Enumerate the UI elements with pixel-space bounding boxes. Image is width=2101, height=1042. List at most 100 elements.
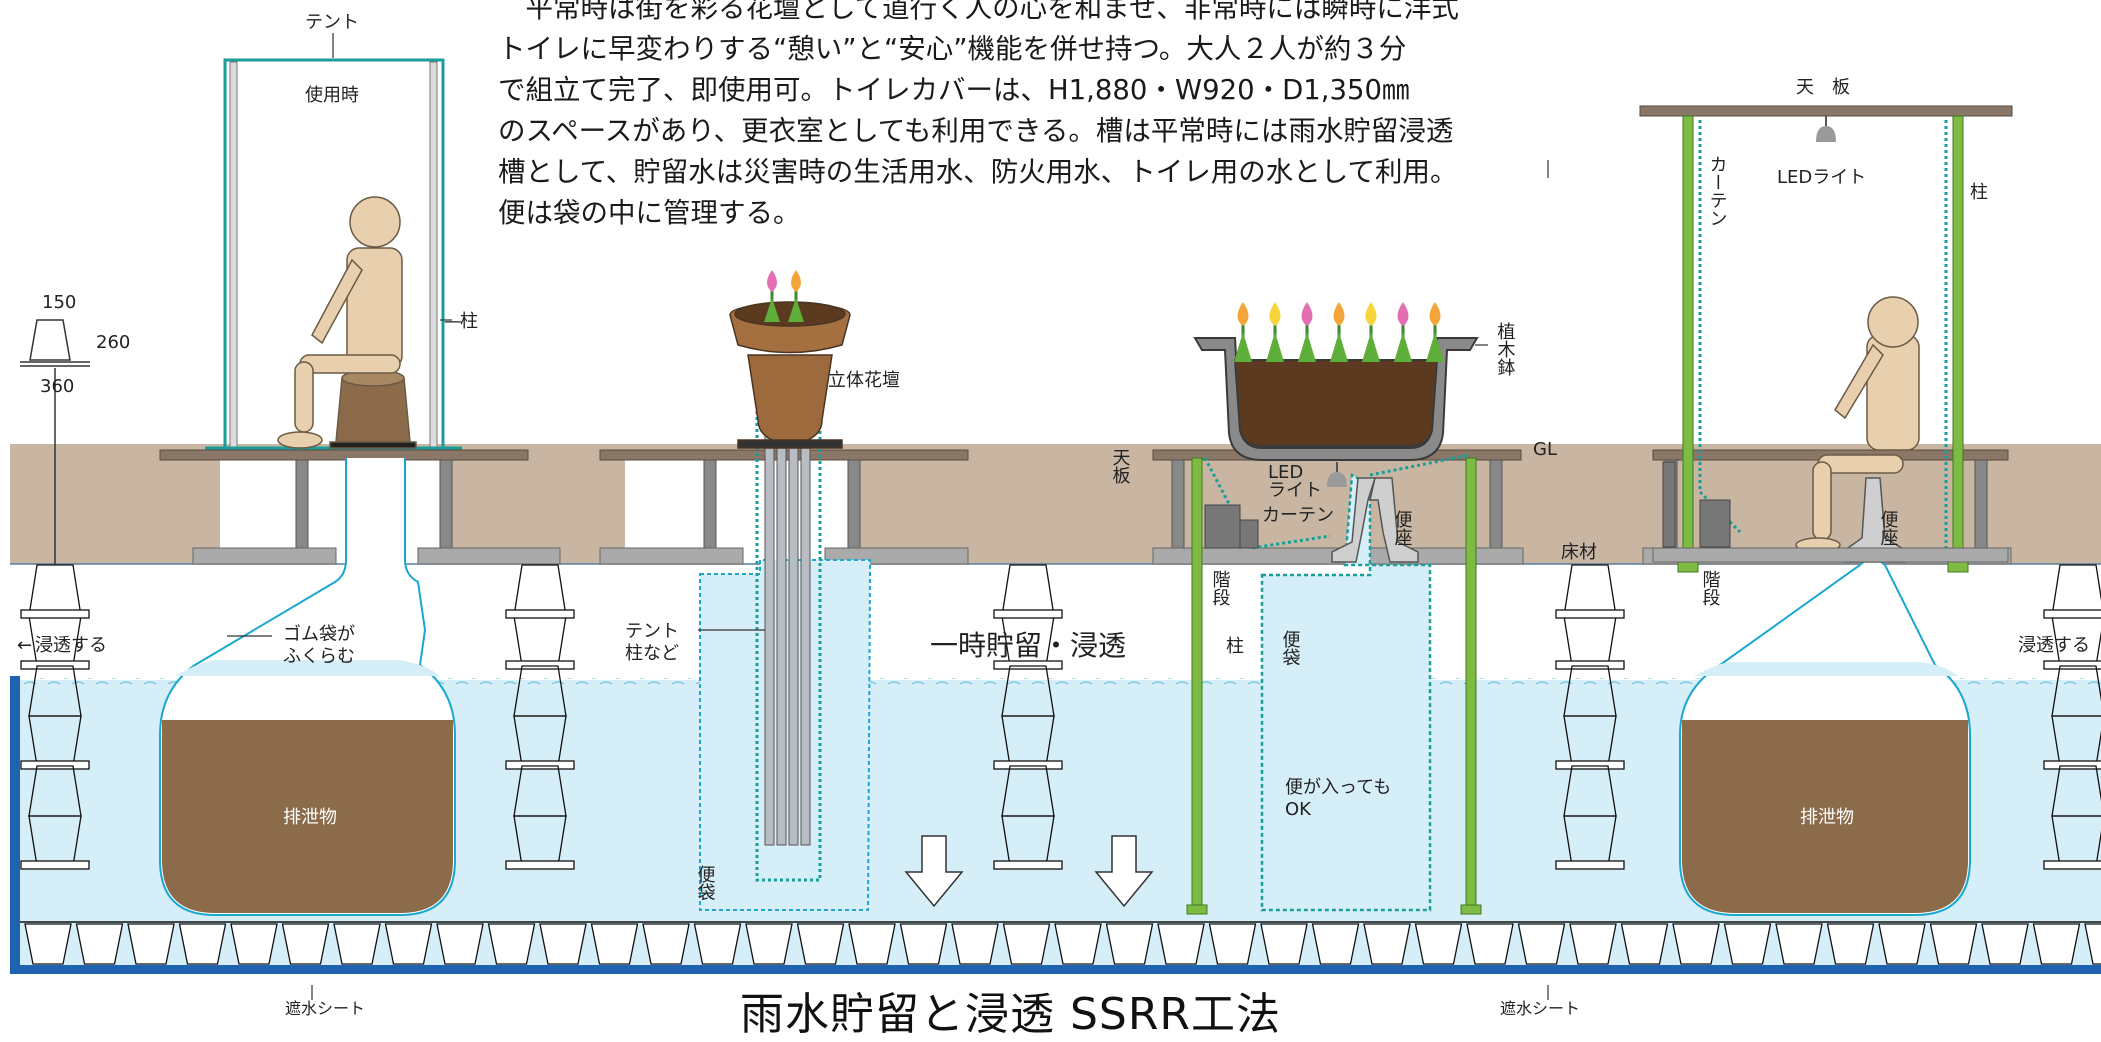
diagram-title: 雨水貯留と浸透 SSRR工法 [740,989,1281,1040]
base-cone [1723,923,1772,965]
stack-plate [20,660,90,670]
label-infiltrate-left-text: 浸透する [35,635,107,656]
stack-column-3 [993,564,1063,870]
base-cone [2032,923,2081,965]
label-planter: 植木鉢 [1495,322,1516,376]
base-cone [693,923,742,965]
description-line-4: のスペースがあり、更衣室としても利用できる。槽は平常時には雨水貯留浸透 [498,115,1454,147]
base-cone [1157,923,1205,965]
label-infiltrate-left: ← [17,635,32,656]
base-cone [899,923,948,965]
base-cone [1672,923,1720,965]
base-cone [1414,923,1463,965]
tulip-flower [1333,302,1345,326]
toilet-seat-center [1369,477,1419,563]
base-cone [1105,923,1154,965]
label-pillar-right: 柱 [1970,182,1988,203]
stack-column-1 [20,564,90,870]
center-led [1327,462,1347,487]
stack-plate [505,860,575,870]
stack-plate [2043,860,2101,870]
base-cone [590,923,639,965]
stack-cone [1563,564,1617,617]
label-top-board: 天板 [1110,448,1131,484]
tent-frame [223,58,445,450]
base-cone [487,923,536,965]
label-led-right: LEDライト [1777,167,1866,188]
description-line-1: 平常時は街を彩る花壇として道行く人の心を和ませ、非常時には瞬時に洋式 [498,0,1459,24]
planter-tulips [1234,302,1444,362]
right-floor-board [1652,547,2009,563]
label-rubber-bag-1: ゴム袋が [283,624,355,645]
label-rubber-bag-2: ふくらむ [283,646,355,667]
stack-cone [1563,615,1617,667]
base-cone [1208,923,1257,965]
base-cone [1826,923,1875,965]
base-cone [1260,923,1308,965]
label-stairs-center: 階段 [1210,570,1231,606]
stack-plate [2043,760,2101,770]
base-cone [642,923,690,965]
label-excreta-left: 排泄物 [283,807,337,828]
label-tent-pole-2: 柱など [625,643,679,664]
label-ok-1: 便が入っても [1285,777,1391,798]
base-cone [796,923,845,965]
curtain-fold [1203,453,1471,550]
base-cone [333,923,381,965]
pedestal-tulips [764,270,804,322]
right-roof-board [1639,105,2013,117]
base-cone [1517,923,1566,965]
tulip-leaf [1234,332,1252,362]
water-inside-bag-right [1695,662,1958,676]
stack-column-2 [505,564,575,870]
base-cone [848,923,896,965]
label-toilet-bag-left: 便袋 [695,865,716,901]
stack-plate [993,760,1063,770]
label-pillar-center: 柱 [1226,636,1244,657]
stack-plate [1555,609,1625,619]
tulip-leaf [1426,332,1444,362]
label-in-use: 使用時 [305,85,359,106]
base-cone [1981,923,2029,965]
stack-plate [505,609,575,619]
label-led-2: ライト [1268,480,1322,501]
label-waterproof-sheet-left: 遮水シート [285,999,365,1018]
description-block: 平常時は街を彩る花壇として道行く人の心を和ませ、非常時には瞬時に洋式 トイレに早… [498,0,1613,234]
tulip-flower [1237,302,1249,326]
label-led-1: LED [1268,462,1303,483]
label-floor-material: 床材 [1561,542,1597,563]
base-cone [281,923,330,965]
stack-cone [513,615,567,667]
diagram-stage: テント 使用時 — 柱 150 260 360 ← 浸透する ゴム袋が ふくらむ… [10,0,2101,1040]
label-dim-height: 260 [96,332,130,353]
tulip-flower [1301,302,1313,326]
stack-cone [2051,765,2101,817]
stack-plate [2043,660,2101,670]
base-cone [2084,923,2101,965]
tulip-leaf [1266,332,1284,362]
base-cone [230,923,278,965]
base-cone [1466,923,1514,965]
base-cone [1878,923,1926,965]
label-dim-bottom: 360 [40,376,74,397]
label-top-board-right: 天 板 [1796,77,1850,98]
base-cone [178,923,227,965]
label-toilet-seat-center: 便座 [1392,510,1413,546]
stack-cone [2051,665,2101,717]
description-line-5: 槽として、貯留水は災害時の生活用水、防火用水、トイレ用の水として利用。 [498,156,1458,188]
base-cone [384,923,433,965]
tulip-flower [1269,302,1281,326]
right-led [1816,116,1836,142]
excreta-left [162,720,453,913]
tulip-flower [1397,302,1409,326]
label-pillar-left: — [444,311,462,332]
stack-cone [28,564,82,617]
right-stairs [1662,461,1731,548]
description-line-3: で組立て完了、即使用可。トイレカバーは、H1,880・W920・D1,350㎜ [498,74,1410,106]
blue-wall-left [10,676,20,974]
stack-plate [20,609,90,619]
label-waterproof-sheet-right: 遮水シート [1500,999,1580,1018]
tulip-flower [1429,302,1441,326]
base-cone [1363,923,1411,965]
base-cone [951,923,999,965]
